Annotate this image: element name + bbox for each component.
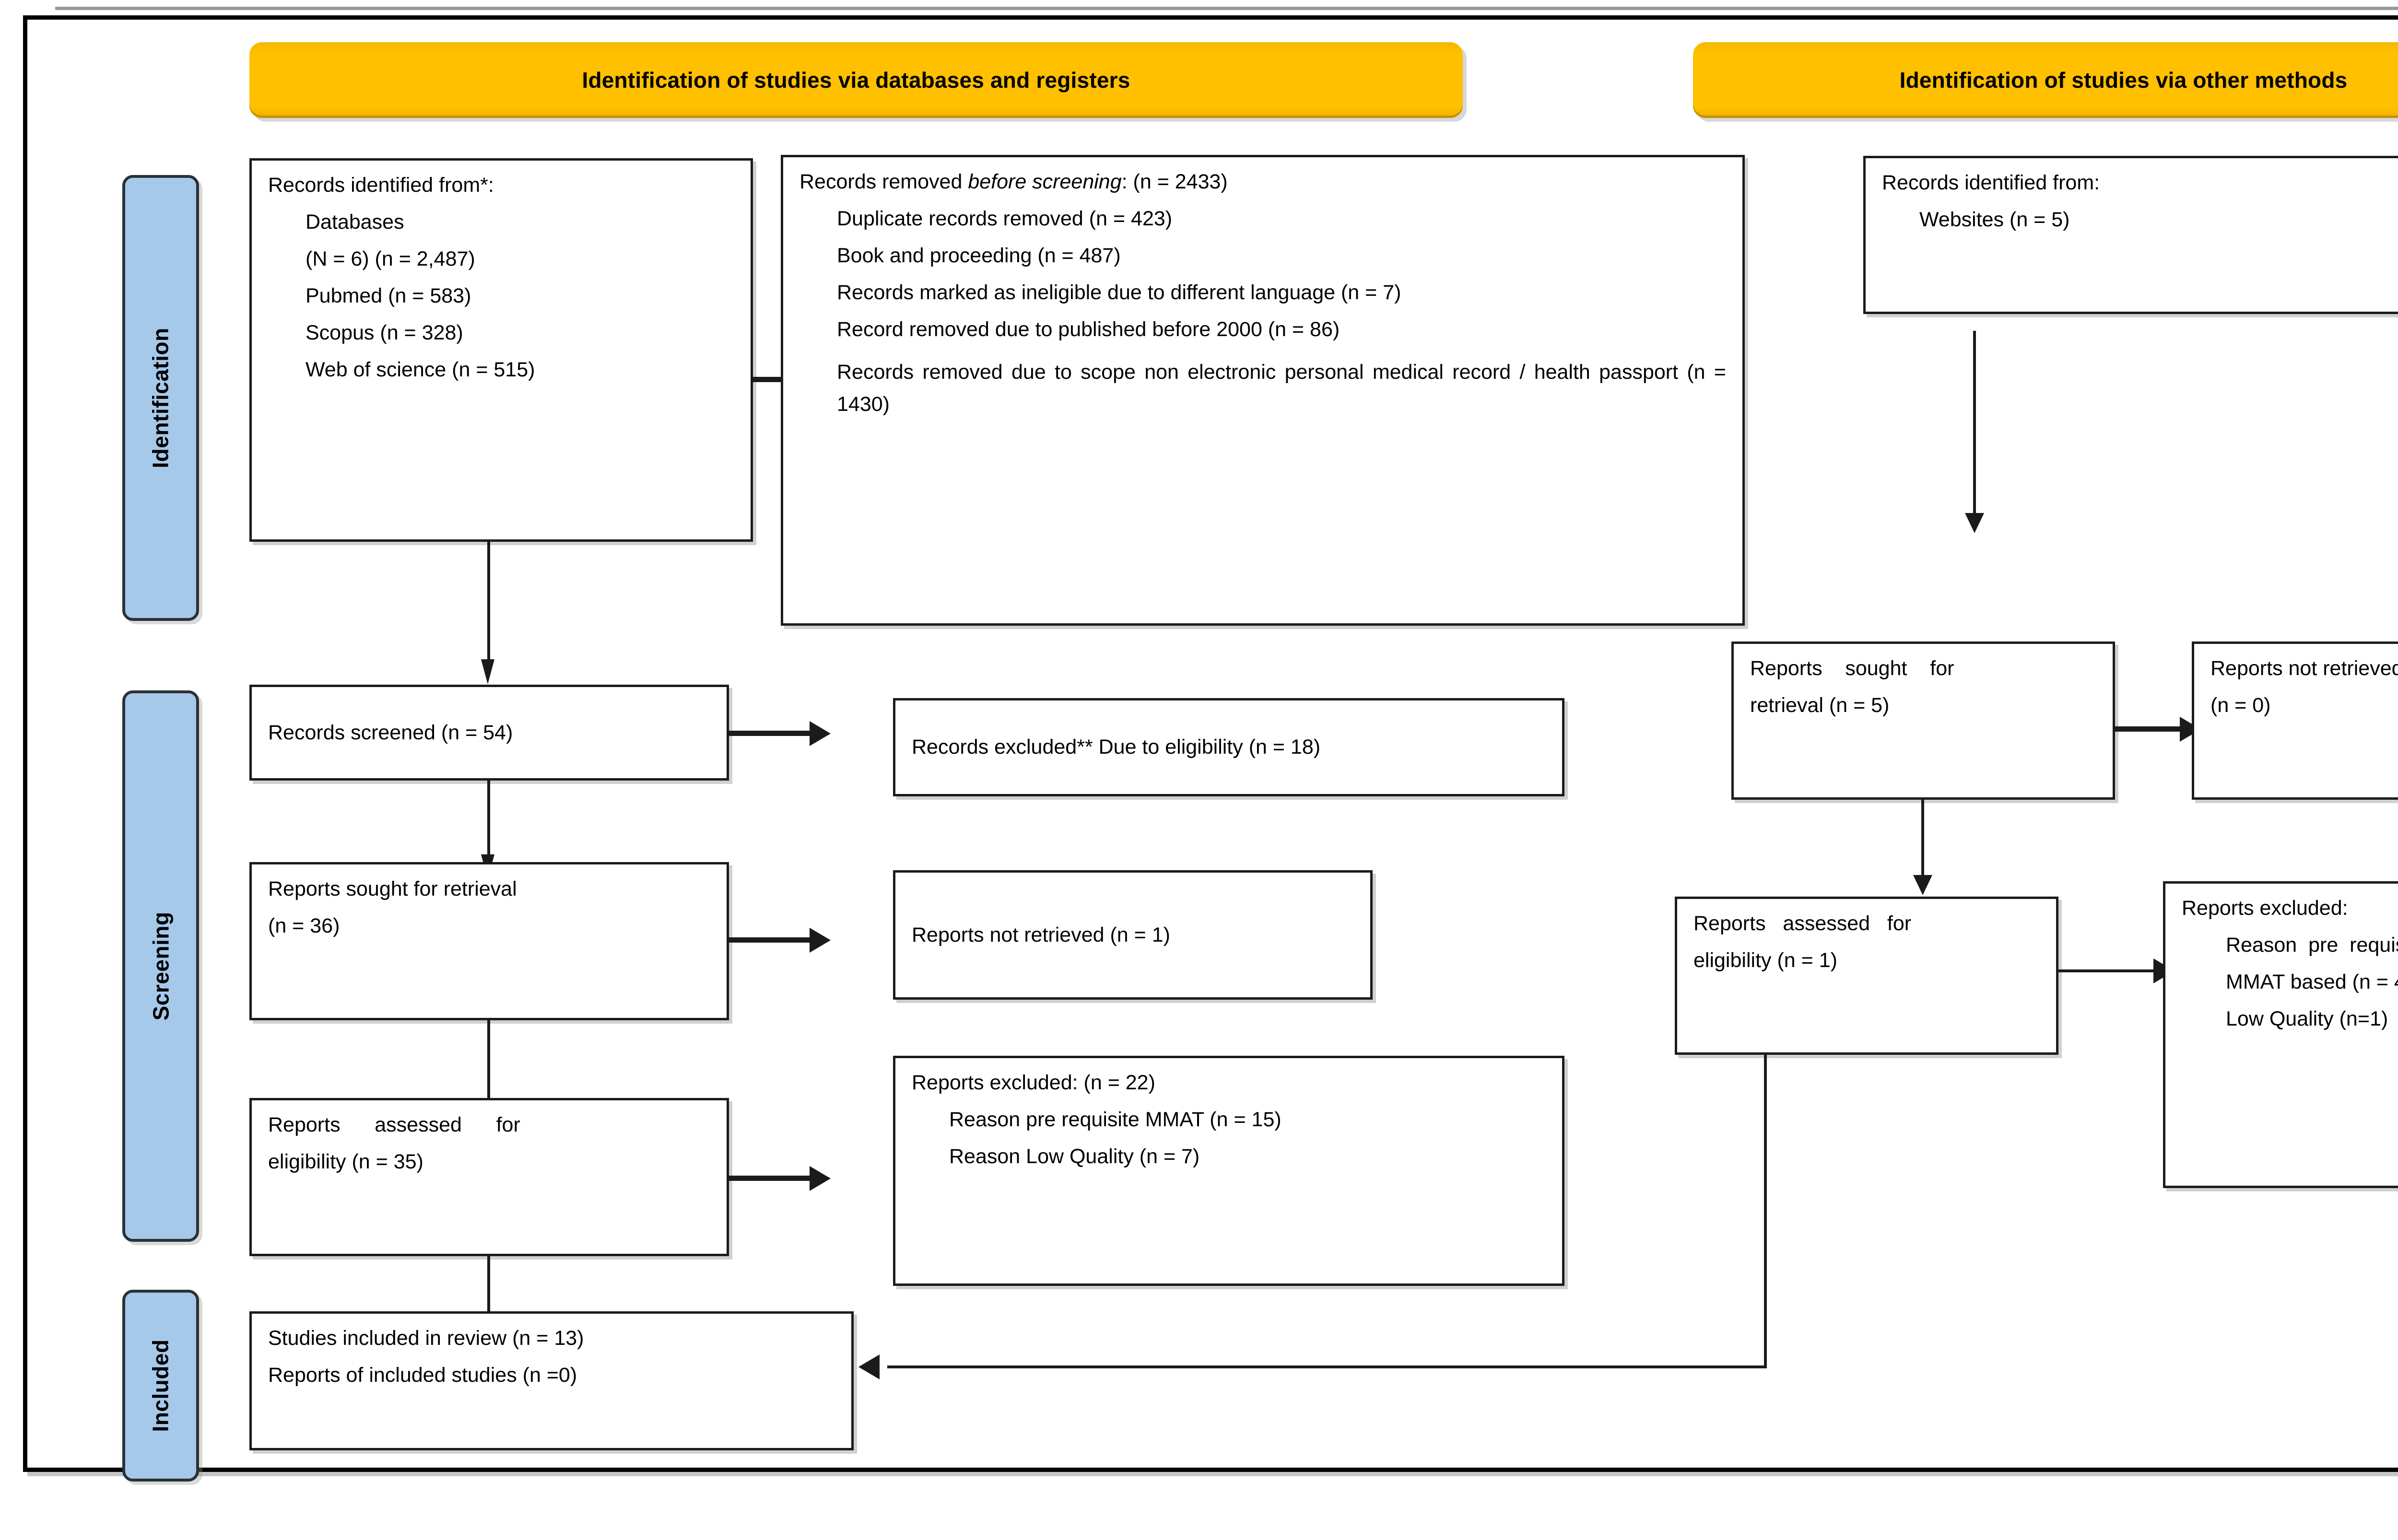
- connector-identified-to-removed: [752, 377, 805, 382]
- reports-excluded-other-line-0: Reason pre requisite: [2226, 933, 2398, 957]
- connector-other-to-included-horizontal: [887, 1365, 1767, 1368]
- arrowhead-other-to-included: [858, 1354, 880, 1379]
- records-removed-line-3: Record removed due to published before 2…: [837, 318, 1340, 341]
- reports-excluded-other-line-2: Low Quality (n=1): [2226, 1007, 2388, 1030]
- connector-screened-to-excluded: [728, 731, 817, 736]
- records-identified-line-1: (N = 6) (n = 2,487): [306, 247, 475, 270]
- connector-websites-to-sought: [1973, 331, 1976, 523]
- reports-sought-line-1: Reports sought for retrieval: [268, 877, 517, 900]
- box-records-screened: Records screened (n = 54): [249, 685, 729, 781]
- reports-sought-other-line-2: retrieval (n = 5): [1750, 694, 1890, 717]
- banner-databases-label: Identification of studies via databases …: [582, 68, 1130, 93]
- reports-excluded-other-line-1: MMAT based (n = 4): [2226, 970, 2398, 993]
- reports-excluded-line-0: Reason pre requisite MMAT (n = 15): [949, 1108, 1281, 1131]
- records-identified-line-3: Scopus (n = 328): [306, 321, 463, 344]
- connector-sought-other-to-assessed: [1921, 800, 1924, 888]
- records-removed-line-1: Book and proceeding (n = 487): [837, 244, 1121, 267]
- arrowhead-assessed-to-excluded: [810, 1166, 831, 1191]
- stage-label-identification: Identification: [122, 175, 199, 621]
- records-identified-line-4: Web of science (n = 515): [306, 358, 535, 381]
- included-line-2: Reports of included studies (n =0): [268, 1364, 577, 1387]
- records-excluded-text: Records excluded** Due to eligibility (n…: [912, 735, 1321, 758]
- banner-other-label: Identification of studies via other meth…: [1899, 68, 2348, 93]
- reports-assessed-other-line-2: eligibility (n = 1): [1693, 949, 1837, 972]
- box-records-identified-websites: Records identified from: Websites (n = 5…: [1863, 156, 2398, 314]
- websites-identified-line-0: Websites (n = 5): [1919, 208, 2070, 231]
- top-rule-divider: [55, 7, 2398, 10]
- banner-databases-registers: Identification of studies via databases …: [249, 42, 1463, 118]
- arrowhead-identified-to-screened: [481, 659, 494, 684]
- stage-included-text: Included: [148, 1339, 173, 1432]
- connector-assessed-other-to-excluded: [2057, 969, 2161, 972]
- records-screened-text: Records screened (n = 54): [268, 721, 513, 744]
- records-removed-title-tail: : (n = 2433): [1121, 170, 1228, 193]
- connector-sought-to-assessed: [487, 1020, 490, 1104]
- arrowhead-screened-to-excluded: [810, 721, 831, 746]
- box-reports-not-retrieved: Reports not retrieved (n = 1): [893, 870, 1373, 1000]
- connector-sought-to-not-retrieved: [728, 937, 817, 943]
- records-identified-line-0: Databases: [306, 210, 404, 233]
- box-records-identified-databases: Records identified from*: Databases (N =…: [249, 158, 753, 542]
- arrowhead-sought-other-to-assessed: [1913, 875, 1932, 895]
- reports-excluded-title: Reports excluded: (n = 22): [912, 1071, 1155, 1094]
- box-reports-sought-retrieval-other: Reports sought for retrieval (n = 5): [1731, 642, 2115, 800]
- reports-not-retrieved-text: Reports not retrieved (n = 1): [912, 923, 1170, 946]
- arrowhead-websites-to-sought: [1965, 513, 1984, 533]
- reports-not-retrieved-other-line-1: Reports not retrieved: [2210, 657, 2398, 680]
- reports-excluded-other-title: Reports excluded:: [2182, 897, 2348, 920]
- box-studies-included: Studies included in review (n = 13) Repo…: [249, 1311, 854, 1450]
- box-reports-assessed-eligibility: Reports assessed for eligibility (n = 35…: [249, 1098, 729, 1256]
- box-records-removed-before-screening: Records removed before screening: (n = 2…: [781, 155, 1745, 626]
- reports-assessed-other-line-1: Reports assessed for: [1693, 912, 1912, 935]
- box-reports-excluded-other: Reports excluded: Reason pre requisite M…: [2163, 881, 2398, 1188]
- connector-assessed-to-excluded: [728, 1176, 817, 1181]
- box-records-excluded: Records excluded** Due to eligibility (n…: [893, 698, 1564, 796]
- records-removed-line-4: Records removed due to scope non electro…: [837, 361, 1732, 416]
- arrowhead-sought-to-not-retrieved: [810, 928, 831, 953]
- reports-assessed-line-2: eligibility (n = 35): [268, 1150, 423, 1173]
- records-removed-title-italic: before screening: [968, 170, 1122, 193]
- stage-identification-text: Identification: [148, 327, 174, 468]
- reports-assessed-line-1: Reports assessed for: [268, 1113, 520, 1136]
- reports-sought-line-2: (n = 36): [268, 914, 340, 937]
- connector-assessed-to-included: [487, 1256, 490, 1333]
- connector-screened-to-sought: [487, 781, 490, 864]
- stage-screening-text: Screening: [148, 911, 174, 1021]
- reports-sought-other-line-1: Reports sought for: [1750, 657, 1954, 680]
- box-reports-excluded-22: Reports excluded: (n = 22) Reason pre re…: [893, 1056, 1564, 1286]
- box-reports-assessed-eligibility-other: Reports assessed for eligibility (n = 1): [1675, 897, 2058, 1055]
- records-identified-line-2: Pubmed (n = 583): [306, 284, 471, 307]
- reports-excluded-line-1: Reason Low Quality (n = 7): [949, 1145, 1200, 1168]
- box-reports-not-retrieved-other: Reports not retrieved (n = 0): [2192, 642, 2398, 800]
- records-removed-line-0: Duplicate records removed (n = 423): [837, 207, 1173, 230]
- stage-label-included: Included: [122, 1290, 199, 1482]
- included-line-1: Studies included in review (n = 13): [268, 1327, 584, 1350]
- connector-other-to-included-vertical: [1764, 1055, 1767, 1368]
- reports-not-retrieved-other-line-2: (n = 0): [2210, 694, 2271, 717]
- websites-identified-title: Records identified from:: [1882, 171, 2100, 194]
- connector-identified-to-screened: [487, 542, 490, 669]
- stage-label-screening: Screening: [122, 690, 199, 1242]
- connector-sought-other-to-not-retrieved: [2114, 726, 2186, 732]
- records-removed-line-2: Records marked as ineligible due to diff…: [837, 281, 1401, 304]
- records-removed-title: Records removed before screening: (n = 2…: [799, 172, 1726, 192]
- records-identified-title: Records identified from*:: [268, 174, 494, 197]
- records-removed-title-plain: Records removed: [799, 170, 968, 193]
- box-reports-sought-retrieval: Reports sought for retrieval (n = 36): [249, 862, 729, 1020]
- banner-other-methods: Identification of studies via other meth…: [1693, 42, 2398, 118]
